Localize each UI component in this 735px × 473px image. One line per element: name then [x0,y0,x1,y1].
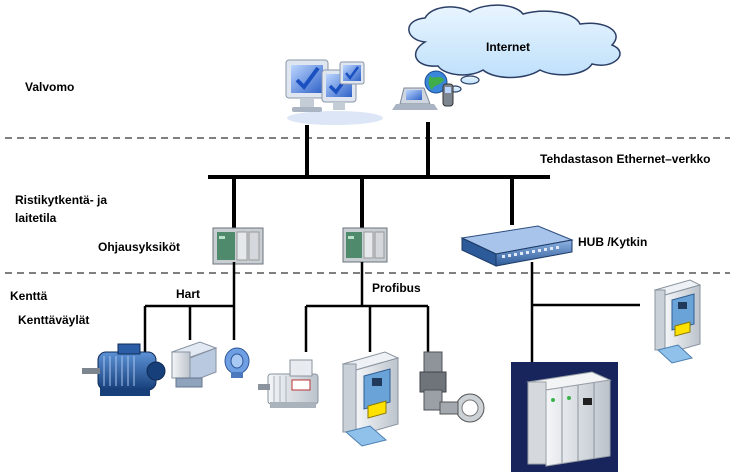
label-kenttavaylat: Kenttäväylät [18,313,90,327]
label-hart: Hart [176,287,201,301]
phone-icon [442,83,454,107]
label-hub: HUB /Kytkin [578,235,648,249]
label-ristikytkenta: Ristikytkentä- ja laitetila [15,193,108,225]
laptop-icon [392,87,438,110]
plc-icon [212,227,264,265]
frequency-converter-icon [653,279,702,364]
frequency-converter-icon [341,351,400,447]
valve-icon [419,351,485,423]
label-internet: Internet [486,40,531,54]
label-kentta: Kenttä [10,289,48,303]
drive-cabinet-icon [511,362,618,472]
motor-icon [82,343,166,396]
sensor-icon [224,347,250,378]
cloud-icon [408,4,621,93]
actuator-icon [170,341,218,388]
label-ethernet: Tehdastason Ethernet–verkko [540,152,711,166]
hub-switch-icon [460,225,574,267]
label-profibus: Profibus [372,281,421,295]
label-ohjausyksikot: Ohjausyksiköt [98,240,181,254]
label-valvomo: Valvomo [25,80,75,94]
globe-icon [424,70,448,94]
plc-icon [342,227,388,263]
servo-motor-icon [258,359,319,408]
monitor-icon [285,59,383,125]
